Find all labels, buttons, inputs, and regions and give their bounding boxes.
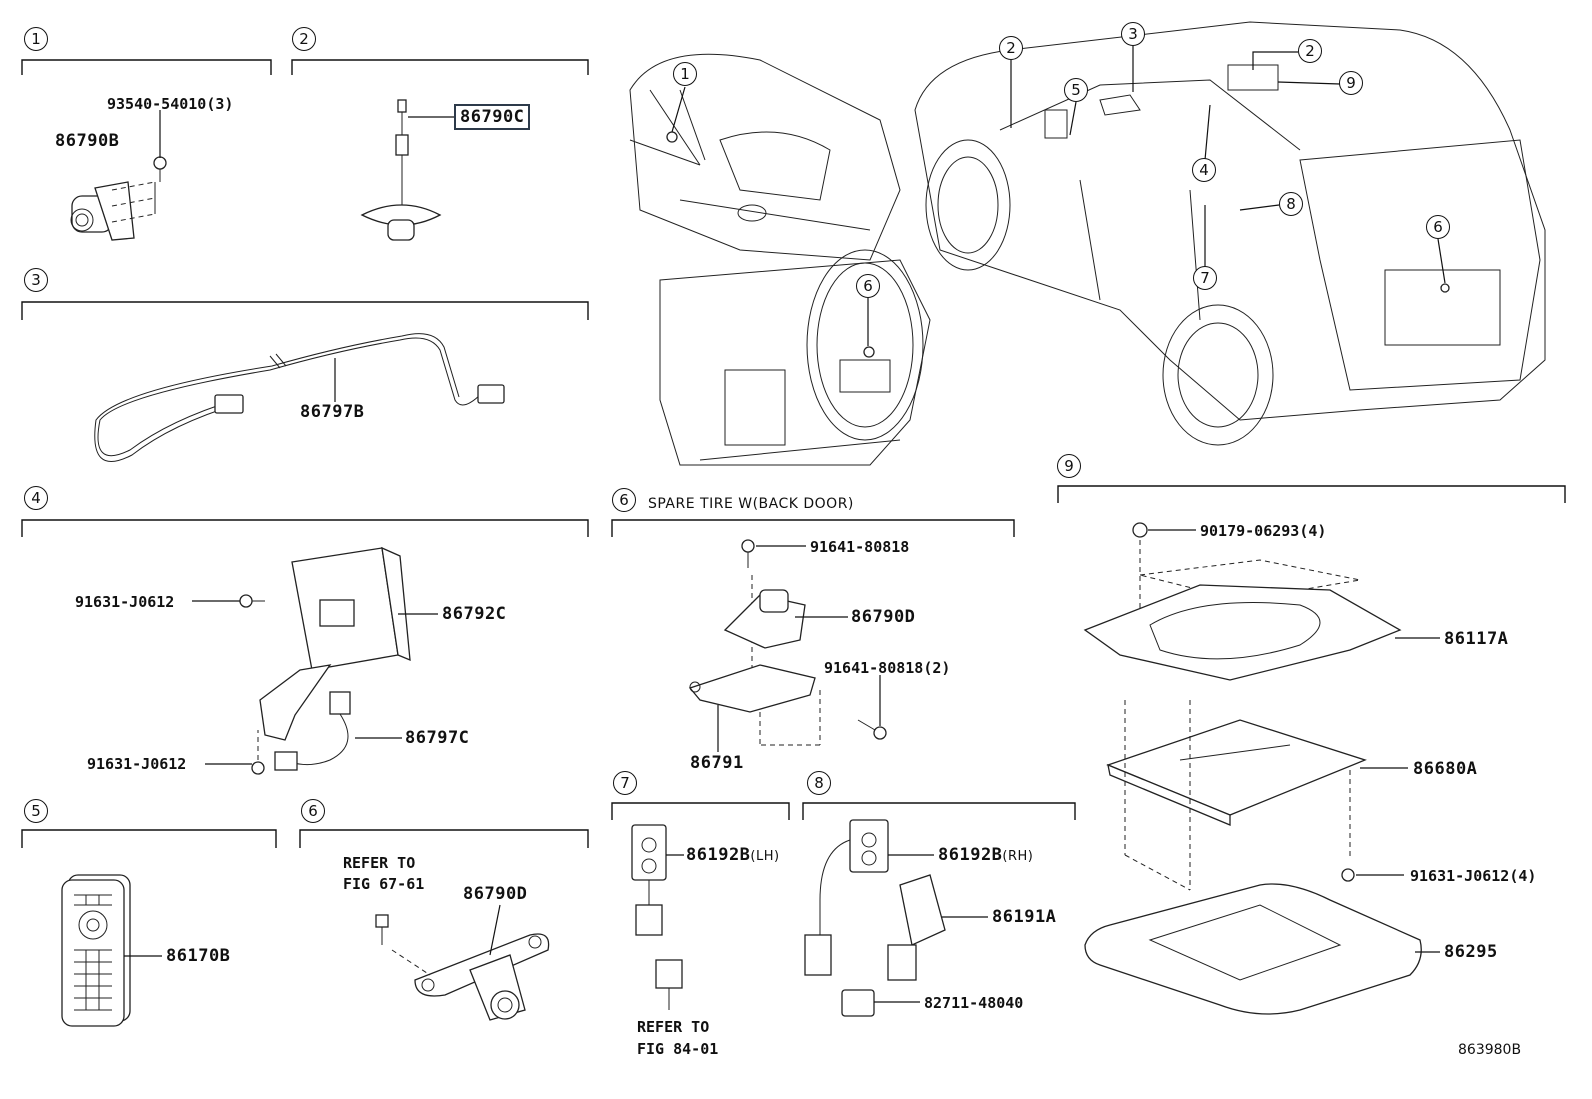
vehicle-callout-leaders [671, 46, 1446, 346]
camera-86790d-drawing-b [688, 539, 887, 746]
refer-fig-84-01-line1: REFER TO [637, 1018, 710, 1036]
overhead-display-drawing [1083, 522, 1422, 1015]
vehicle-rear-view [914, 21, 1546, 446]
part-86790c-highlighted[interactable]: 86790C [454, 104, 531, 130]
vehicle-callout-4: 4 [1192, 158, 1216, 182]
ecu-86792c-drawing [239, 546, 411, 775]
vehicle-callout-6-spare: 6 [856, 274, 880, 298]
harness-86797b-drawing [94, 333, 505, 463]
section-5-number: 5 [24, 799, 48, 823]
refer-fig-67-61-line1: REFER TO [343, 854, 416, 872]
part-86797c[interactable]: 86797C [405, 728, 470, 748]
leader-86790d-a [489, 904, 501, 956]
part-86192b-rh[interactable]: 86192B(RH) [938, 845, 1033, 865]
part-91641-80818-2[interactable]: 91641-80818(2) [824, 659, 951, 677]
vehicle-callout-8: 8 [1279, 192, 1303, 216]
part-86680a[interactable]: 86680A [1413, 759, 1478, 779]
section-7-number: 7 [613, 771, 637, 795]
section-brackets [21, 59, 1566, 848]
section-6-top-number: 6 [612, 488, 636, 512]
part-86170b[interactable]: 86170B [166, 946, 231, 966]
part-91631-j0612-4[interactable]: 91631-J0612(4) [1410, 867, 1537, 885]
vehicle-front-view [629, 53, 901, 261]
part-86790d-top[interactable]: 86790D [851, 607, 916, 627]
vehicle-callout-2-right: 2 [1298, 39, 1322, 63]
refer-fig-67-61-line2: FIG 67-61 [343, 875, 425, 893]
part-91631-j0612-top[interactable]: 91631-J0612 [75, 593, 175, 611]
part-86192b-lh-number: 86192B [686, 845, 751, 865]
section-6-bottom-number: 6 [301, 799, 325, 823]
section-1-number: 1 [24, 27, 48, 51]
part-93540-54010[interactable]: 93540-54010(3) [107, 95, 234, 113]
section-2-number: 2 [292, 27, 316, 51]
section-6-title: SPARE TIRE W(BACK DOOR) [648, 496, 854, 512]
part-86791[interactable]: 86791 [690, 753, 744, 773]
part-86790c-drawing [360, 99, 442, 241]
vehicle-spare-tire-view [659, 249, 931, 466]
part-91631-j0612-bottom[interactable]: 91631-J0612 [87, 755, 187, 773]
vehicle-callout-7: 7 [1193, 266, 1217, 290]
camera-86790b-drawing [70, 156, 167, 241]
refer-fig-84-01-line2: FIG 84-01 [637, 1040, 719, 1058]
switch-rh-drawing [804, 819, 946, 1017]
section-3-number: 3 [24, 268, 48, 292]
part-86797b[interactable]: 86797B [300, 402, 365, 422]
vehicle-callout-6-backdoor: 6 [1426, 215, 1450, 239]
section-8-number: 8 [807, 771, 831, 795]
part-86792c[interactable]: 86792C [442, 604, 507, 624]
section-9-number: 9 [1057, 454, 1081, 478]
vehicle-callout-5: 5 [1064, 78, 1088, 102]
part-86117a[interactable]: 86117A [1444, 629, 1509, 649]
part-86192b-rh-number: 86192B [938, 845, 1003, 865]
vehicle-callout-1: 1 [673, 62, 697, 86]
camera-86790d-drawing-a [375, 914, 550, 1021]
part-91641-80818[interactable]: 91641-80818 [810, 538, 910, 556]
part-86191a[interactable]: 86191A [992, 907, 1057, 927]
part-86790d-bottom[interactable]: 86790D [463, 884, 528, 904]
part-86295[interactable]: 86295 [1444, 942, 1498, 962]
switch-lh-drawing [631, 824, 683, 1010]
part-86192b-rh-side: (RH) [1002, 849, 1034, 864]
remote-86170b-drawing [61, 874, 131, 1027]
vehicle-callout-9: 9 [1339, 71, 1363, 95]
part-90179-06293[interactable]: 90179-06293(4) [1200, 522, 1327, 540]
section-4-number: 4 [24, 486, 48, 510]
part-86192b-lh[interactable]: 86192B(LH) [686, 845, 780, 865]
diagram-code: 863980B [1458, 1042, 1522, 1058]
vehicle-callout-3: 3 [1121, 22, 1145, 46]
part-86790b[interactable]: 86790B [55, 131, 120, 151]
vehicle-callout-2-left: 2 [999, 36, 1023, 60]
part-82711-48040[interactable]: 82711-48040 [924, 994, 1024, 1012]
part-86192b-lh-side: (LH) [750, 849, 780, 864]
